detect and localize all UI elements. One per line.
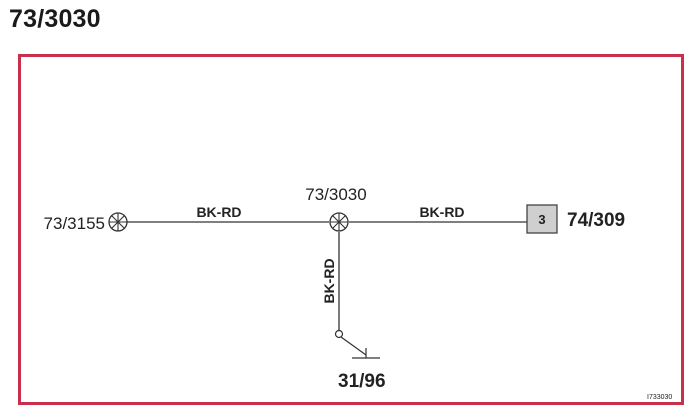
connector-label: 74/309 <box>567 210 625 231</box>
splice-icon <box>329 212 349 232</box>
splice-icon <box>108 212 128 232</box>
left-splice-label: 73/3155 <box>44 214 105 233</box>
page-title: 73/3030 <box>9 5 101 33</box>
center-splice-label: 73/3030 <box>305 185 366 204</box>
connector-pin-label: 3 <box>538 212 545 227</box>
diagram-frame <box>18 54 684 405</box>
figure-code: I733030 <box>647 394 672 401</box>
ground-icon <box>334 329 380 359</box>
wire-label-left: BK-RD <box>196 204 241 220</box>
connector-box <box>526 204 558 234</box>
ground-label: 31/96 <box>338 371 386 392</box>
wire-label-down: BK-RD <box>321 258 337 303</box>
wire-label-right: BK-RD <box>419 204 464 220</box>
